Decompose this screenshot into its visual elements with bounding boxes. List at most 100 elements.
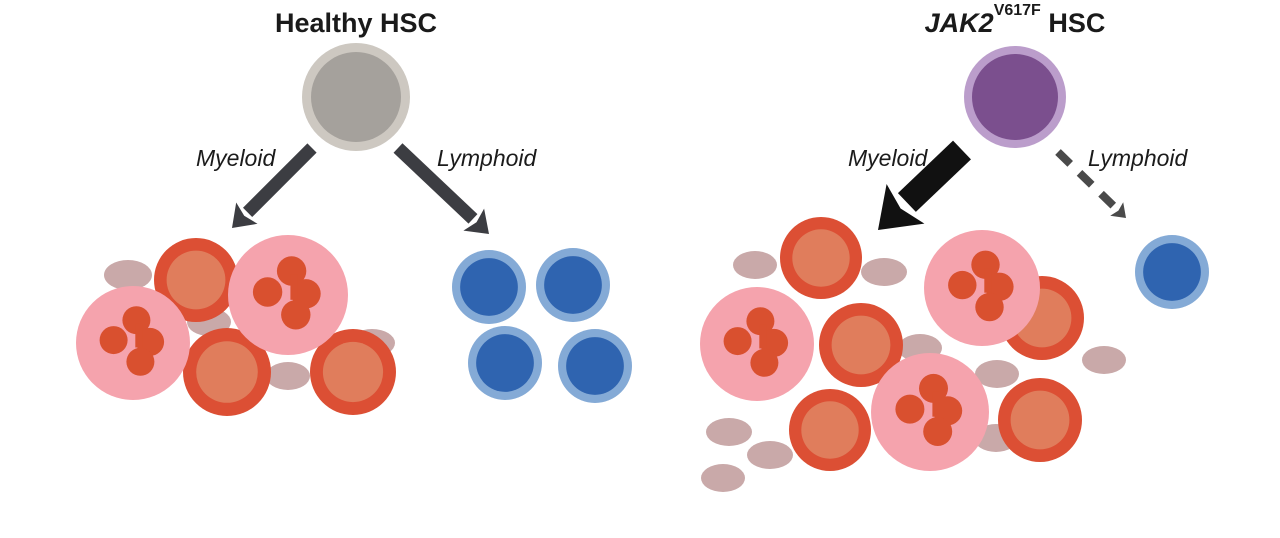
lymphocyte <box>558 329 632 403</box>
gene-name: JAK2 <box>925 8 994 38</box>
erythrocyte <box>998 378 1082 462</box>
arrow-lymphoid-jak2 <box>1055 149 1126 218</box>
jak2-myeloid-cluster <box>700 217 1126 492</box>
neutrophil-cytoplasm <box>924 230 1040 346</box>
lymphocyte-nucleus <box>566 337 624 395</box>
platelet <box>104 260 152 290</box>
arrow-head <box>463 208 489 234</box>
healthy-hsc-core <box>311 52 401 142</box>
neutrophil-cytoplasm <box>228 235 348 355</box>
nucleus-bridge <box>759 324 767 349</box>
neutrophil <box>700 287 814 401</box>
erythrocyte-center <box>322 341 384 403</box>
erythrocyte <box>154 238 238 322</box>
page-title-healthy: Healthy HSC <box>275 8 437 38</box>
lymphocyte <box>468 326 542 400</box>
lymphocyte-nucleus <box>1143 243 1201 301</box>
neutrophil-cytoplasm <box>871 353 989 471</box>
neutrophil-nucleus <box>99 306 165 376</box>
nucleus-lobe <box>919 373 948 403</box>
lymphocyte-nucleus <box>544 256 602 314</box>
erythrocyte <box>310 329 396 415</box>
lymphocyte-nucleus <box>476 334 534 392</box>
lymphocyte <box>1135 235 1209 309</box>
erythrocyte <box>183 328 271 416</box>
label-myeloid-healthy: Myeloid <box>196 145 276 171</box>
erythrocyte <box>780 217 862 299</box>
page-title-jak2: JAK2V617F HSC <box>925 2 1106 39</box>
neutrophil <box>924 230 1040 346</box>
arrow-shaft <box>393 143 478 224</box>
lymphocyte <box>452 250 526 324</box>
nucleus-lobe <box>723 327 752 356</box>
neutrophil-nucleus <box>723 307 789 377</box>
neutrophil-nucleus <box>948 250 1014 322</box>
erythrocyte-center <box>792 229 850 287</box>
erythrocyte-center <box>1010 390 1070 450</box>
lymphocyte-nucleus <box>460 258 518 316</box>
nucleus-lobe <box>750 348 779 377</box>
nucleus-bridge <box>932 391 940 417</box>
erythrocyte <box>789 389 871 471</box>
nucleus-lobe <box>252 277 283 307</box>
nucleus-lobe <box>99 326 128 355</box>
arrow-head <box>878 184 925 230</box>
nucleus-lobe <box>975 292 1004 322</box>
lymphocyte <box>536 248 610 322</box>
arrow-head <box>1110 202 1126 218</box>
platelet <box>701 464 745 492</box>
nucleus-bridge <box>984 268 992 293</box>
label-lymphoid-healthy: Lymphoid <box>437 145 538 171</box>
erythrocyte-center <box>801 401 859 459</box>
arrow-myeloid-healthy <box>232 143 317 228</box>
jak2-lymphoid-cluster <box>1135 235 1209 309</box>
panel-jak2: JAK2V617F HSC Myeloid Lymphoid <box>700 2 1209 492</box>
title-tail: HSC <box>1041 8 1106 38</box>
neutrophil-nucleus <box>895 373 963 446</box>
erythrocyte <box>819 303 903 387</box>
nucleus-lobe <box>971 250 1000 279</box>
neutrophil <box>228 235 348 355</box>
platelet <box>861 258 907 286</box>
nucleus-lobe <box>122 306 151 335</box>
erythrocyte-center <box>196 341 258 403</box>
platelet <box>706 418 752 446</box>
arrow-shaft <box>897 140 971 212</box>
platelet <box>733 251 777 279</box>
jak2-hsc-core <box>972 54 1058 140</box>
jak2-hsc <box>964 46 1066 148</box>
label-lymphoid-jak2: Lymphoid <box>1088 145 1189 171</box>
neutrophil-nucleus <box>252 256 321 330</box>
arrow-myeloid-jak2 <box>878 140 971 230</box>
erythrocyte-center <box>166 250 226 310</box>
erythrocyte-center <box>831 315 891 375</box>
platelet <box>266 362 310 390</box>
panel-healthy: Healthy HSC Myeloid Lymphoid <box>76 8 632 416</box>
nucleus-bridge <box>290 274 298 300</box>
healthy-hsc <box>302 43 410 151</box>
arrow-shaft <box>242 143 317 218</box>
title-text: Healthy HSC <box>275 8 437 38</box>
label-myeloid-jak2: Myeloid <box>848 145 928 171</box>
nucleus-lobe <box>126 347 155 376</box>
arrow-head <box>232 202 258 228</box>
neutrophil <box>76 286 190 400</box>
nucleus-lobe <box>923 417 953 446</box>
neutrophil <box>871 353 989 471</box>
healthy-myeloid-cluster <box>76 235 396 416</box>
mutation-superscript: V617F <box>994 2 1041 19</box>
nucleus-lobe <box>948 270 977 300</box>
platelet <box>975 360 1019 388</box>
platelet <box>747 441 793 469</box>
nucleus-lobe <box>895 394 925 424</box>
nucleus-lobe <box>746 307 775 336</box>
arrow-lymphoid-healthy <box>393 143 489 234</box>
nucleus-bridge <box>135 323 143 348</box>
arrow-shaft <box>1055 149 1119 212</box>
nucleus-lobe <box>276 256 307 286</box>
neutrophil-cytoplasm <box>700 287 814 401</box>
neutrophil-cytoplasm <box>76 286 190 400</box>
platelet <box>1082 346 1126 374</box>
